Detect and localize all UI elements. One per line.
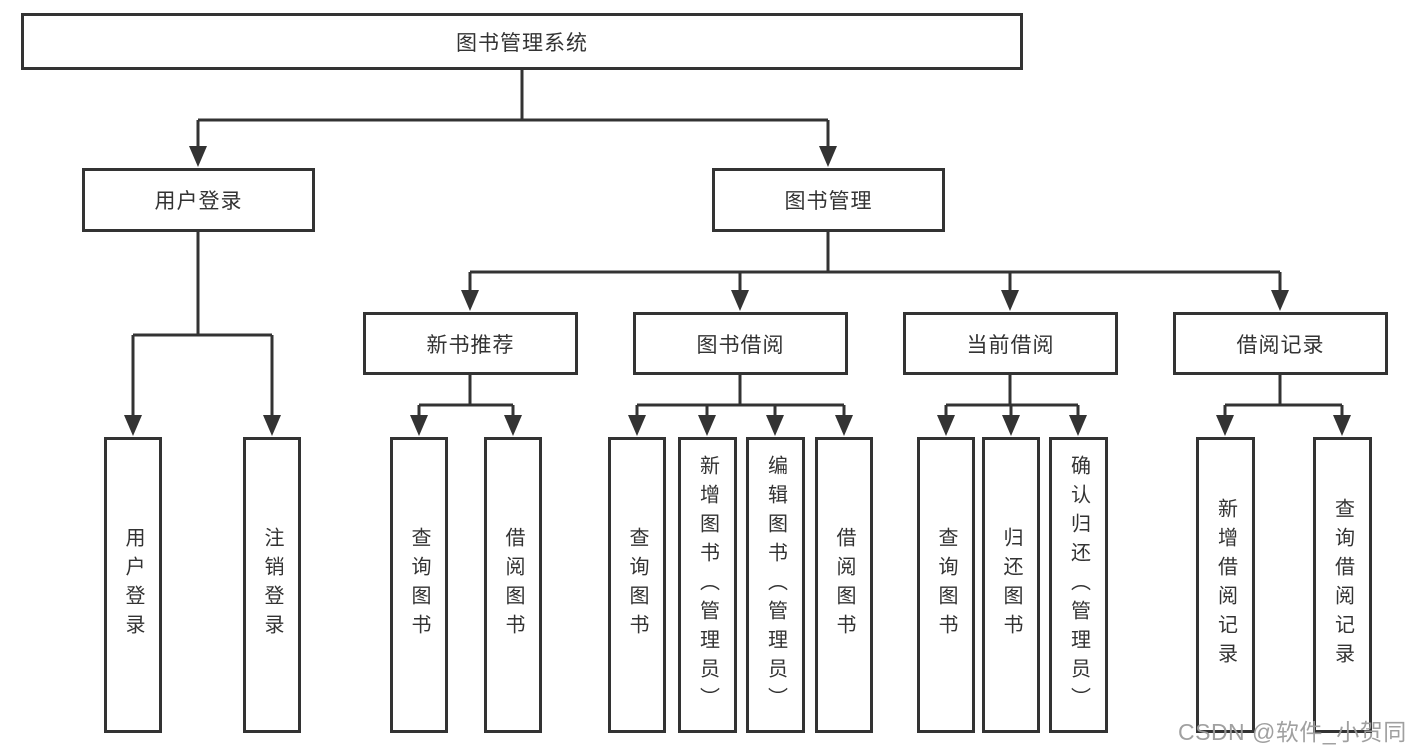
node-label: 归还图书 [1000, 527, 1022, 643]
arrow-down-icon [628, 415, 646, 436]
node-label: 新增图书（管理员） [696, 454, 719, 716]
arrow-down-icon [835, 415, 853, 436]
arrow-down-icon [937, 415, 955, 436]
node-borrow-records: 借阅记录 [1173, 312, 1388, 375]
leaf-confirm-return-admin: 确认归还（管理员） [1049, 437, 1108, 733]
node-label: 借阅记录 [1236, 333, 1325, 357]
leaf-edit-book-admin: 编辑图书（管理员） [746, 437, 805, 733]
leaf-user-login: 用户登录 [104, 437, 162, 733]
node-library-system: 图书管理系统 [21, 13, 1023, 70]
arrowhead-icons [124, 146, 1351, 436]
node-user-login: 用户登录 [82, 168, 315, 232]
leaf-borrow-books: 借阅图书 [815, 437, 873, 733]
arrow-down-icon [1333, 415, 1351, 436]
arrow-down-icon [189, 146, 207, 167]
connector-new-book-children [417, 375, 515, 418]
node-label: 图书管理 [784, 190, 873, 213]
arrow-down-icon [1069, 415, 1087, 436]
node-label: 图书借阅 [696, 333, 785, 357]
node-label: 当前借阅 [966, 333, 1055, 357]
leaf-borrow-books-recommend: 借阅图书 [484, 437, 542, 733]
arrow-down-icon [124, 415, 142, 436]
leaf-add-borrow-record: 新增借阅记录 [1196, 437, 1255, 733]
arrow-down-icon [410, 415, 428, 436]
node-label: 编辑图书（管理员） [764, 454, 787, 716]
node-label: 注销登录 [261, 527, 283, 643]
leaf-query-books-current: 查询图书 [917, 437, 975, 733]
arrow-down-icon [1216, 415, 1234, 436]
arrow-down-icon [263, 415, 281, 436]
node-book-borrow: 图书借阅 [633, 312, 848, 375]
arrow-down-icon [698, 415, 716, 436]
arrow-down-icon [504, 415, 522, 436]
leaf-add-book-admin: 新增图书（管理员） [678, 437, 737, 733]
arrow-down-icon [1002, 415, 1020, 436]
connector-borrow-records-children [1223, 375, 1344, 418]
leaf-logout: 注销登录 [243, 437, 301, 733]
leaf-query-books-borrow: 查询图书 [608, 437, 666, 733]
arrow-down-icon [1271, 290, 1289, 311]
connector-book-borrow-children [635, 375, 846, 418]
leaf-return-book: 归还图书 [982, 437, 1040, 733]
node-label: 查询图书 [935, 527, 957, 643]
arrow-down-icon [461, 290, 479, 311]
node-label: 查询图书 [408, 527, 430, 643]
node-label: 借阅图书 [502, 527, 524, 643]
arrow-down-icon [819, 146, 837, 167]
csdn-watermark: CSDN @软件_小贺同学 [1178, 719, 1405, 745]
node-current-borrow: 当前借阅 [903, 312, 1118, 375]
connector-book-management-children [468, 232, 1282, 293]
node-label: 查询借阅记录 [1331, 498, 1354, 672]
node-label: 借阅图书 [833, 527, 855, 643]
connector-root-to-level2 [196, 70, 830, 150]
node-label: 用户登录 [122, 527, 144, 643]
node-label: 查询图书 [626, 527, 648, 643]
connector-current-borrow-children [944, 375, 1080, 418]
node-book-management: 图书管理 [712, 168, 945, 232]
node-new-book-recommend: 新书推荐 [363, 312, 578, 375]
node-label: 用户登录 [154, 190, 243, 213]
leaf-query-borrow-record: 查询借阅记录 [1313, 437, 1372, 733]
node-label: 新增借阅记录 [1214, 498, 1237, 672]
arrow-down-icon [1001, 290, 1019, 311]
arrow-down-icon [766, 415, 784, 436]
arrow-down-icon [731, 290, 749, 311]
connector-user-login-children [131, 232, 274, 418]
leaf-query-books-recommend: 查询图书 [390, 437, 448, 733]
node-label: 图书管理系统 [456, 31, 588, 55]
node-label: 新书推荐 [426, 333, 515, 357]
node-label: 确认归还（管理员） [1067, 454, 1090, 716]
